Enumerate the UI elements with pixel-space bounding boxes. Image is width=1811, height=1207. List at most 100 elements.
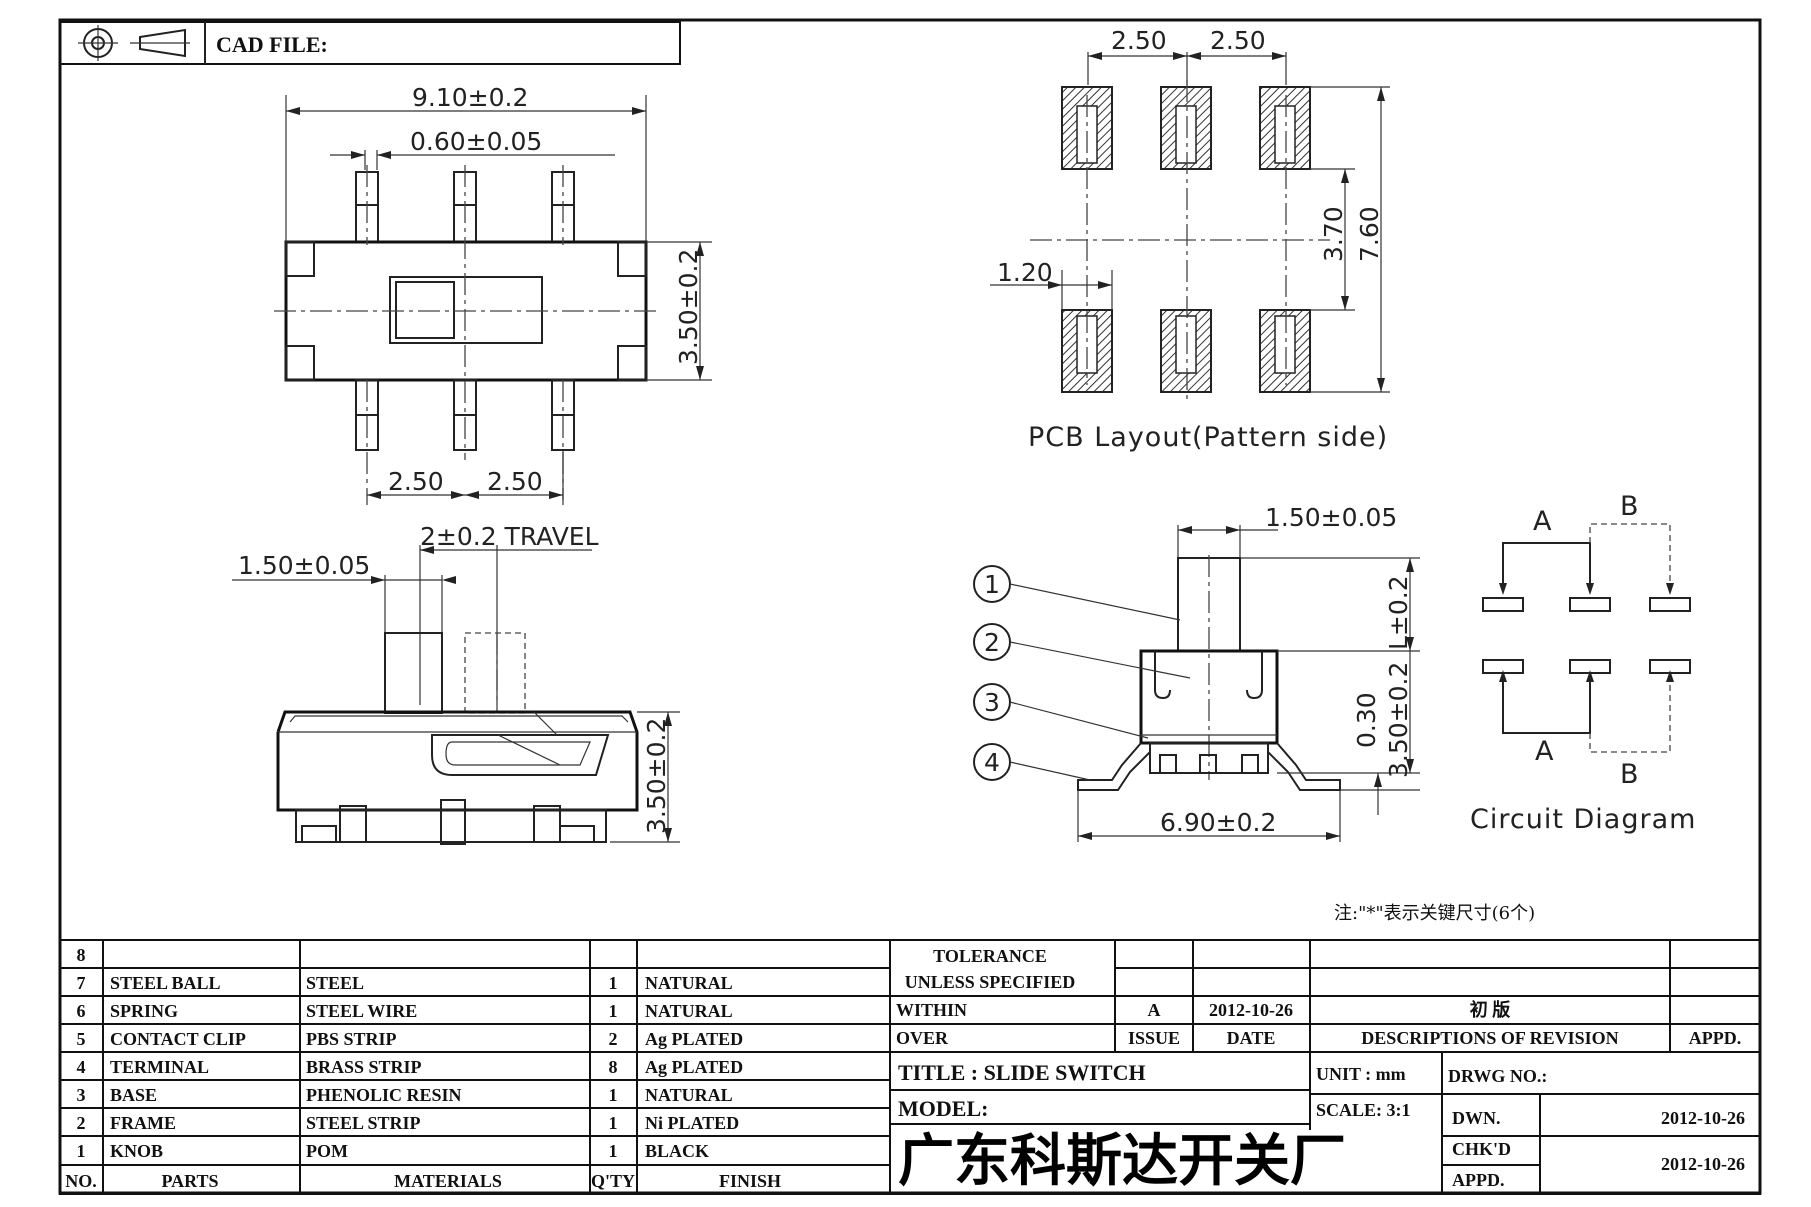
bom-cell-material: POM xyxy=(306,1141,348,1161)
bom-cell-part: KNOB xyxy=(110,1141,163,1161)
rev-date-header: DATE xyxy=(1227,1028,1276,1048)
svg-text:3: 3 xyxy=(984,688,1000,717)
title-block: TOLERANCE UNLESS SPECIFIED WITHIN OVER A… xyxy=(889,939,1761,1195)
bom-header-materials: MATERIALS xyxy=(394,1171,502,1191)
bom-cell-qty: 1 xyxy=(609,1085,618,1105)
rev-issue-value: A xyxy=(1148,1000,1161,1020)
side-travel-dim: 2±0.2 TRAVEL xyxy=(420,522,599,551)
circuit-label-a-bottom: A xyxy=(1535,736,1554,767)
bom-table xyxy=(59,939,891,1195)
pcb-outer-span-dim: 7.60 xyxy=(1355,206,1384,262)
unit-label: UNIT : mm xyxy=(1316,1064,1406,1084)
tolerance-line1: TOLERANCE xyxy=(933,946,1047,966)
pcb-pitch-left-dim: 2.50 xyxy=(1111,26,1167,55)
approved-by-label: APPD. xyxy=(1452,1170,1505,1190)
projection-symbol-icon xyxy=(78,25,190,61)
bom-cell-no: 2 xyxy=(77,1113,86,1133)
cad-file-label: CAD FILE: xyxy=(216,32,328,57)
end-knob-height-dim: L±0.2 xyxy=(1384,575,1413,650)
end-knob-width-dim: 1.50±0.05 xyxy=(1265,503,1397,532)
end-width-dim: 6.90±0.2 xyxy=(1160,808,1276,837)
bom-cell-part: TERMINAL xyxy=(110,1057,209,1077)
bom-cell-part: STEEL BALL xyxy=(110,973,221,993)
drawing-title: TITLE : SLIDE SWITCH xyxy=(898,1060,1146,1085)
circuit-label-a-top: A xyxy=(1533,506,1552,537)
circuit-caption: Circuit Diagram xyxy=(1470,804,1696,835)
callout-2: 2 xyxy=(973,623,1191,679)
bom-cell-part: FRAME xyxy=(110,1113,176,1133)
bom-cell-no: 6 xyxy=(77,1001,86,1021)
bom-cell-no: 3 xyxy=(77,1085,86,1105)
drawn-by-label: DWN. xyxy=(1452,1108,1501,1128)
bom-header-no: NO. xyxy=(65,1171,97,1191)
pad-row-top xyxy=(1061,86,1311,170)
bom-cell-material: STEEL WIRE xyxy=(306,1001,417,1021)
pcb-inner-span-dim: 3.70 xyxy=(1319,206,1348,262)
top-width-dim: 9.10±0.2 xyxy=(412,83,528,112)
bom-cell-finish: Ag PLATED xyxy=(645,1057,743,1077)
top-pitch-right-dim: 2.50 xyxy=(487,467,543,496)
bom-cell-qty: 1 xyxy=(609,1113,618,1133)
bom-cell-no: 8 xyxy=(77,945,86,965)
tolerance-over: OVER xyxy=(896,1028,949,1048)
drawn-date: 2012-10-26 xyxy=(1661,1108,1745,1128)
bom-cell-no: 5 xyxy=(77,1029,86,1049)
tolerance-line2: UNLESS SPECIFIED xyxy=(905,972,1076,992)
bom-cell-qty: 2 xyxy=(609,1029,618,1049)
end-view: 1.50±0.05 L±0.2 3.50±0.2 0.30 xyxy=(973,503,1420,842)
end-body-height-dim: 3.50±0.2 xyxy=(1384,662,1413,778)
bom-cell-finish: NATURAL xyxy=(645,973,733,993)
drawing-number-label: DRWG NO.: xyxy=(1448,1066,1547,1086)
bom-cell-no: 7 xyxy=(77,973,86,993)
side-view: 1.50±0.05 2±0.2 TRAVEL xyxy=(232,522,680,845)
pcb-pad-width-dim: 1.20 xyxy=(997,258,1053,287)
pcb-caption: PCB Layout(Pattern side) xyxy=(1028,422,1388,453)
bom-cell-material: STEEL xyxy=(306,973,364,993)
svg-text:1: 1 xyxy=(984,570,1000,599)
checked-by-label: CHK'D xyxy=(1452,1139,1511,1159)
svg-text:2: 2 xyxy=(984,628,1000,657)
bom-cell-material: STEEL STRIP xyxy=(306,1113,421,1133)
circuit-diagram: A B A B Circuit Diagram xyxy=(1470,491,1696,835)
side-knob-width-dim: 1.50±0.05 xyxy=(238,551,370,580)
company-name: 广东科斯达开关厂 xyxy=(898,1128,1346,1194)
bom-cell-finish: NATURAL xyxy=(645,1085,733,1105)
top-view: 9.10±0.2 0.60±0.05 xyxy=(274,83,712,505)
rev-desc-value: 初 版 xyxy=(1470,999,1511,1020)
svg-text:4: 4 xyxy=(984,748,1000,777)
tolerance-within: WITHIN xyxy=(896,1000,967,1020)
bom-cell-qty: 1 xyxy=(609,973,618,993)
top-height-dim: 3.50±0.2 xyxy=(674,249,703,365)
top-pitch-left-dim: 2.50 xyxy=(388,467,444,496)
top-pin-width-dim: 0.60±0.05 xyxy=(410,127,542,156)
checked-date: 2012-10-26 xyxy=(1661,1154,1745,1174)
bom-cell-material: PBS STRIP xyxy=(306,1029,397,1049)
rev-appd-header: APPD. xyxy=(1689,1028,1742,1048)
bom-cell-qty: 1 xyxy=(609,1141,618,1161)
circuit-label-b-top: B xyxy=(1620,491,1640,522)
rev-desc-header: DESCRIPTIONS OF REVISION xyxy=(1361,1028,1618,1048)
circuit-label-b-bottom: B xyxy=(1620,759,1640,790)
bom-cell-finish: BLACK xyxy=(645,1141,709,1161)
pcb-layout: 2.50 2.50 1.20 xyxy=(990,26,1390,453)
bom-cell-finish: Ni PLATED xyxy=(645,1113,739,1133)
callout-1: 1 xyxy=(973,565,1181,621)
key-dimension-note: 注:"*"表示关键尺寸(6个) xyxy=(1334,903,1535,924)
side-height-dim: 3.50±0.2 xyxy=(642,718,671,834)
bom-cell-qty: 1 xyxy=(609,1001,618,1021)
bom-cell-no: 1 xyxy=(77,1141,86,1161)
bom-header-qty: Q'TY xyxy=(591,1171,635,1191)
callout-3: 3 xyxy=(973,683,1149,739)
bom-cell-finish: Ag PLATED xyxy=(645,1029,743,1049)
rev-date-value: 2012-10-26 xyxy=(1209,1000,1293,1020)
end-gap-dim: 0.30 xyxy=(1352,692,1381,748)
bom-cell-finish: NATURAL xyxy=(645,1001,733,1021)
pad-row-bottom xyxy=(1061,309,1311,393)
bom-cell-material: BRASS STRIP xyxy=(306,1057,422,1077)
bom-cell-part: SPRING xyxy=(110,1001,178,1021)
bom-cell-qty: 8 xyxy=(609,1057,618,1077)
bom-cell-material: PHENOLIC RESIN xyxy=(306,1085,462,1105)
bom-header-row: NO. PARTS MATERIALS Q'TY FINISH xyxy=(65,1171,781,1191)
bom-cell-no: 4 xyxy=(77,1057,86,1077)
